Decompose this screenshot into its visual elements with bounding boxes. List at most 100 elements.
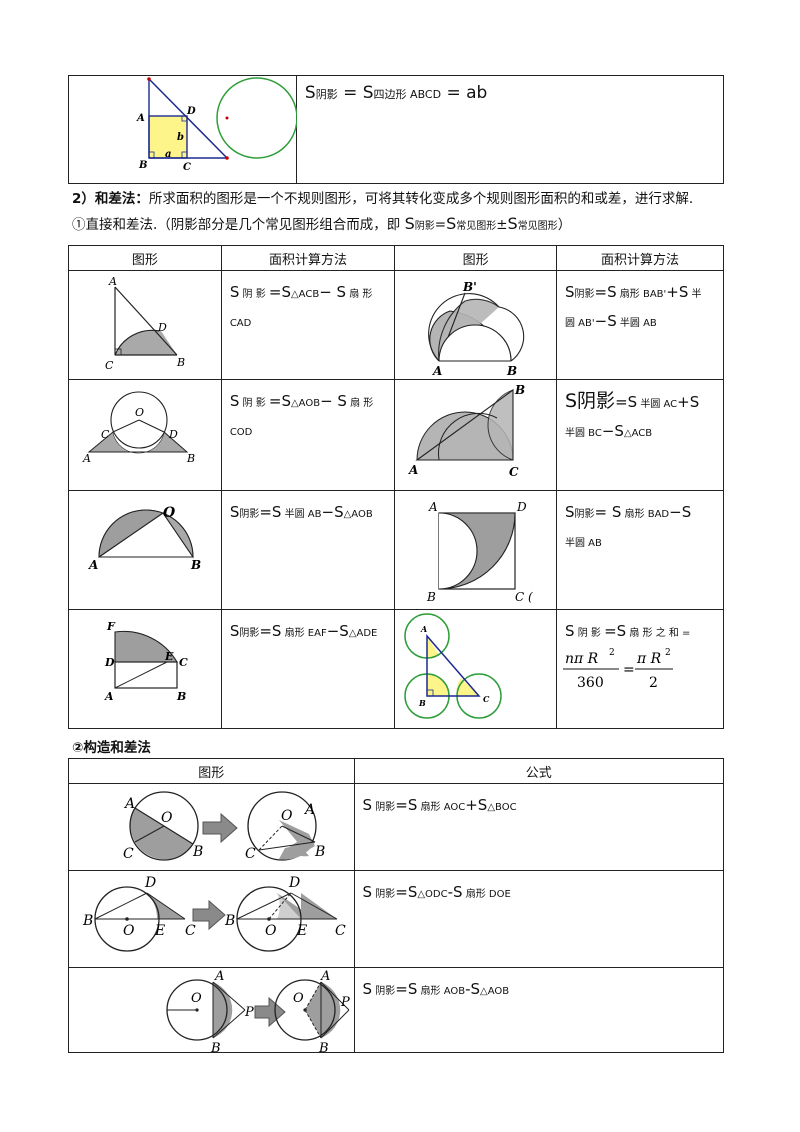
label-B: B [426,590,436,604]
t2-header-formula: 公式 [353,758,725,784]
label-D: D [104,656,115,669]
svg-text:nπ R: nπ R [565,651,599,667]
svg-text:2: 2 [649,675,658,691]
arrow-icon [254,996,286,1028]
label-B2: B [224,913,235,929]
label-A: A [408,463,418,477]
label-A2: A [303,802,315,818]
label-F: F [106,620,116,633]
t1-r2-figure1: O C D A B [68,379,222,491]
label-C: C [105,359,114,372]
label-E: E [154,923,165,939]
label-O: O [161,810,173,826]
t1-r3-figure1: O A B [68,490,222,610]
label-A: A [214,969,224,984]
triangle-sector-figure: A D C B [105,275,185,372]
label-b: b [177,132,184,143]
t1-r4-method1: S阴影=S 扇形 EAF−S△ADE [220,609,396,729]
label-C: C [183,162,191,173]
label-B2: B [314,844,325,860]
svg-text:2: 2 [665,648,671,658]
label-A: A [82,452,91,465]
table-direct-method: 图形 面积计算方法 图形 面积计算方法 A D C B S 阴 影 =S△ACB… [68,245,725,729]
label-C: C [123,846,134,862]
label-B: B [190,558,201,572]
label-O2: O [293,991,304,1006]
top-formula: S阴影 = S四边形 ABCD = ab [304,83,488,103]
square-circle-figure: A D b a B C [136,77,297,173]
svg-text:2: 2 [609,648,615,658]
label-A2: A [320,969,330,984]
arrow-icon [202,812,238,844]
label-O2: O [265,923,277,939]
formula-r4c2: S 阴 影 =S 扇 形 之 和 = [564,622,691,640]
label-A: A [88,558,98,572]
circle-transform-figure-1: A O C B A O C B [123,791,325,862]
label-P2: P [340,995,350,1010]
t1-header-figure-2: 图形 [394,245,557,271]
label-E: E [164,650,174,663]
formula-t2r2: S 阴影=S△ODC-S 扇形 DOE [362,883,511,901]
top-table: A D b a B C S阴影 = S四边形 ABCD = ab [68,75,725,184]
label-C: C [509,465,519,479]
label-B: B [82,913,93,929]
label-B: B [176,356,185,369]
t1-r1-method2: S阴影=S 扇形 BAB'+S 半圆 AB'−S 半圆 AB [555,270,725,380]
label-A: A [428,500,438,514]
label-D: D [144,875,156,891]
svg-text:π R: π R [636,651,662,667]
label-O2: O [281,808,293,824]
label-A: A [432,364,442,378]
label-D: D [516,500,527,514]
label-a: a [165,149,171,160]
label-C: C [483,694,490,704]
t1-r2-figure2: A B C [394,379,557,491]
label-O: O [163,505,176,521]
t1-r1-figure1: A D C B [68,270,222,380]
label-D: D [186,106,196,117]
t1-r4-figure1: F D E C A B [68,609,222,729]
label-O: O [123,923,135,939]
label-E2: E [296,923,307,939]
formula-r4c1: S阴影=S 扇形 EAF−S△ADE [229,622,378,640]
label-C: C [101,428,110,441]
table-construct-method: 图形 公式 A O C B [68,758,725,1053]
label-C2: C [245,846,256,862]
t1-header-method-1: 面积计算方法 [220,245,396,271]
formula-t2r1: S 阴影=S 扇形 AOC+S△BOC [362,796,517,814]
t1-r3-method1: S阴影=S 半圆 AB−S△AOB [220,490,396,610]
t2-r3-figure: O A B P O A B P [68,967,355,1053]
t2-header-figure: 图形 [68,758,355,784]
section2-text: 所求面积的图形是一个不规则图形，可将其转化变成多个规则图形面积的和或差，进行求解… [148,191,694,207]
svg-text:=: = [623,662,635,678]
t1-header-figure-1: 图形 [68,245,222,271]
formula-r3c1: S阴影=S 半圆 AB−S△AOB [229,503,373,521]
three-circles-triangle-figure: A B C [404,613,503,719]
label-B: B [506,364,517,378]
arrow-icon [192,899,226,931]
construct-heading: ②构造和差法 [72,740,151,756]
label-B: B [186,452,195,465]
t1-r3-figure2: A D B C ( [394,490,557,610]
label-B: B [418,698,426,708]
top-formula-cell: S阴影 = S四边形 ABCD = ab [295,75,725,184]
label-D: D [168,428,178,441]
label-D: D [157,321,167,334]
label-A: A [136,113,145,124]
label-B2: B [318,1041,329,1052]
circle-triangle-figure: O C D A B [82,391,195,465]
label-C: C [179,656,188,669]
label-A: A [123,796,135,812]
label-B: B [210,1041,221,1052]
circle-transform-figure-3: O A B P O A B P [166,969,350,1052]
label-B: B [192,844,203,860]
t2-r1-figure: A O C B A O C B [68,783,355,871]
label-A: A [420,624,427,634]
label-C2: C [335,923,346,939]
t2-r2-figure: D B O E C D B O E C [68,870,355,968]
